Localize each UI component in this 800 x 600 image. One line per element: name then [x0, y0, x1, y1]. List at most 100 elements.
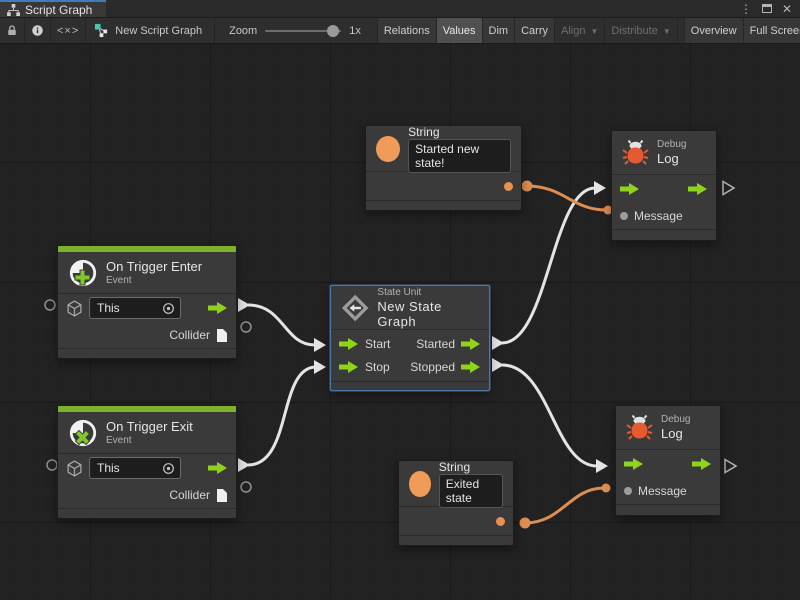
node-subtitle: Event — [106, 275, 132, 286]
info-button[interactable] — [25, 18, 51, 43]
started-output-port[interactable] — [461, 337, 481, 350]
toggle-values[interactable]: Values — [435, 18, 482, 43]
debug-bug-icon — [622, 139, 649, 165]
node-footer — [366, 200, 521, 210]
info-icon — [32, 25, 43, 36]
port-label: Collider — [169, 328, 210, 342]
script-graph-icon — [95, 23, 108, 38]
object-picker-icon[interactable] — [162, 462, 175, 475]
toggle-carry[interactable]: Carry — [514, 18, 554, 43]
flow-input-port[interactable] — [620, 183, 640, 195]
node-subtitle: Debug — [657, 139, 687, 150]
node-footer — [58, 508, 236, 518]
chevron-down-icon: ▼ — [590, 26, 599, 36]
port-label: Start — [365, 336, 391, 351]
start-input-port[interactable] — [339, 337, 359, 350]
node-subtitle: State Unit — [377, 286, 422, 298]
overview-button[interactable]: Overview — [683, 18, 743, 43]
event-header-bar — [58, 406, 236, 412]
graph-toolbar: <×> New Script Graph Zoom 1x Relations V… — [0, 18, 800, 44]
object-picker-icon[interactable] — [162, 302, 175, 315]
message-input-port[interactable] — [620, 212, 628, 220]
node-footer — [399, 535, 513, 545]
graph-canvas[interactable]: String Started new state! Debug Log — [0, 44, 800, 600]
message-input-port[interactable] — [624, 487, 632, 495]
node-title: String — [408, 124, 440, 139]
graph-breadcrumb[interactable]: New Script Graph — [86, 18, 216, 43]
graph-hierarchy-icon — [7, 3, 20, 16]
node-footer — [616, 504, 720, 515]
window-maximize-icon[interactable] — [761, 4, 772, 13]
flow-input-port[interactable] — [624, 458, 644, 470]
collider-value-icon[interactable] — [216, 488, 228, 503]
node-title: Log — [661, 426, 683, 441]
flow-output-port[interactable] — [688, 183, 708, 195]
window-close-icon[interactable]: ✕ — [781, 1, 792, 16]
window-menu-icon[interactable]: ⋮ — [739, 1, 752, 16]
node-footer — [58, 348, 236, 358]
node-title: Log — [657, 151, 679, 166]
target-object-field[interactable]: This — [89, 297, 181, 319]
string-output-port[interactable] — [496, 516, 505, 526]
debug-bug-icon — [626, 414, 653, 440]
node-subtitle: Event — [106, 435, 132, 446]
x-icon — [74, 429, 91, 451]
zoom-label: Zoom — [229, 24, 258, 37]
toolbar-gap — [676, 18, 684, 43]
align-dropdown[interactable]: Align▼ — [553, 18, 605, 43]
string-type-icon — [376, 135, 401, 162]
code-preview-button[interactable]: <×> — [51, 18, 87, 43]
toggle-relations[interactable]: Relations — [376, 18, 436, 43]
event-header-bar — [58, 246, 236, 252]
port-label: Message — [638, 484, 687, 498]
string-type-icon — [409, 470, 431, 497]
tab-script-graph[interactable]: Script Graph — [0, 0, 107, 17]
distribute-dropdown[interactable]: Distribute▼ — [604, 18, 677, 43]
node-state-unit[interactable]: State Unit New State Graph Start Started… — [330, 285, 490, 391]
node-string-bottom[interactable]: String Exited state — [398, 460, 514, 546]
value-wire-endpoint — [519, 180, 613, 529]
node-on-trigger-exit[interactable]: On Trigger Exit Event This Collider — [57, 405, 237, 519]
flow-output-port[interactable] — [208, 302, 228, 314]
port-label: Message — [634, 209, 683, 223]
collider-value-icon[interactable] — [216, 328, 228, 343]
node-debug-log-top[interactable]: Debug Log Message — [611, 130, 717, 241]
node-footer — [331, 381, 489, 390]
node-title: String — [438, 459, 471, 474]
fullscreen-button[interactable]: Full Screen — [742, 18, 800, 43]
zoom-slider[interactable] — [265, 24, 342, 37]
window-tab-bar: Script Graph ⋮ ✕ — [0, 0, 800, 18]
node-string-top[interactable]: String Started new state! — [365, 125, 522, 211]
node-on-trigger-enter[interactable]: On Trigger Enter Event This Collider — [57, 245, 237, 359]
port-label: Collider — [169, 488, 210, 502]
toggle-dim[interactable]: Dim — [481, 18, 515, 43]
string-value-input[interactable]: Exited state — [438, 473, 503, 508]
port-label: Stop — [365, 359, 390, 374]
node-debug-log-bottom[interactable]: Debug Log Message — [615, 405, 721, 516]
string-value-input[interactable]: Started new state! — [408, 138, 511, 173]
port-label: Stopped — [410, 359, 455, 374]
gameobject-cube-icon — [67, 459, 82, 477]
node-title: New State Graph — [377, 298, 442, 329]
stop-input-port[interactable] — [339, 360, 359, 373]
stopped-output-port[interactable] — [461, 360, 481, 373]
flow-output-port[interactable] — [692, 458, 712, 470]
graph-name: New Script Graph — [115, 24, 203, 37]
lock-icon — [8, 25, 16, 35]
zoom-slider-handle[interactable] — [327, 24, 340, 37]
value-wire — [524, 184, 607, 525]
chevron-down-icon: ▼ — [662, 26, 671, 36]
port-label: Started — [416, 336, 455, 351]
target-object-field[interactable]: This — [89, 457, 181, 479]
string-output-port[interactable] — [504, 181, 513, 191]
lock-button[interactable] — [0, 18, 25, 43]
node-footer — [612, 229, 716, 240]
flow-output-port[interactable] — [208, 462, 228, 474]
tab-title: Script Graph — [25, 2, 93, 17]
toolbar-toggle-group: Relations Values Dim Carry Align▼ Distri… — [376, 18, 800, 43]
node-title: On Trigger Exit — [106, 419, 193, 434]
zoom-value: 1x — [349, 24, 361, 37]
zoom-control: Zoom 1x — [215, 18, 371, 43]
event-icon — [68, 258, 98, 288]
node-title: On Trigger Enter — [106, 259, 203, 274]
